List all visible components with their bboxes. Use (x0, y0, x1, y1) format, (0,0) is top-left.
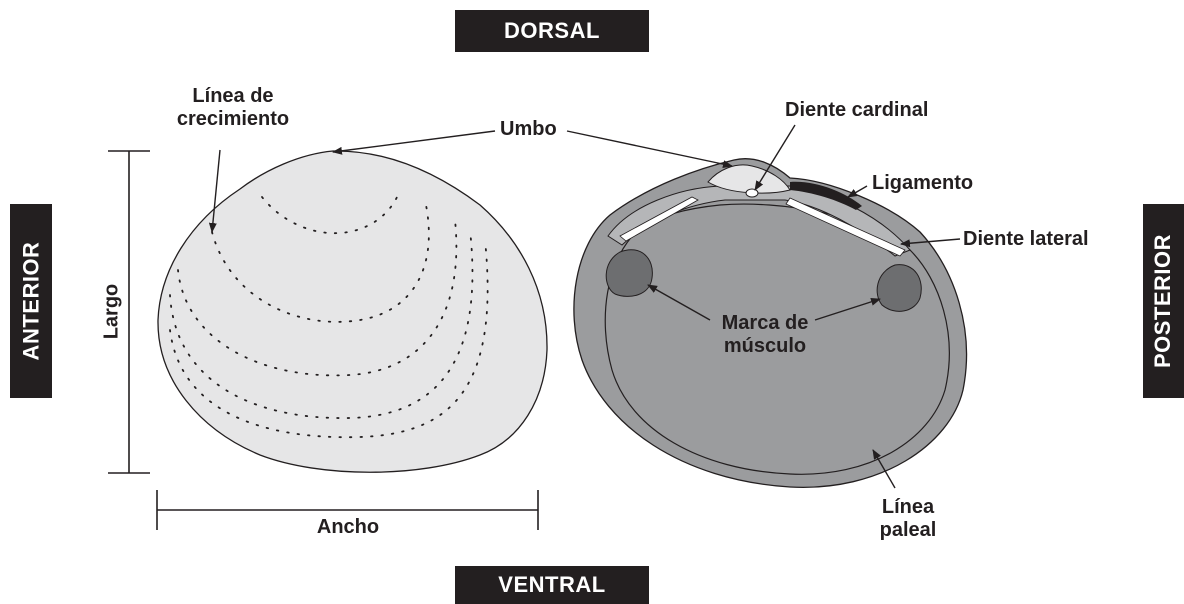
posterior-label: POSTERIOR (1151, 234, 1177, 368)
ligament-label: Ligamento (872, 172, 973, 195)
growth-line-label-2: crecimiento (158, 108, 308, 131)
growth-line-label: Línea de crecimiento (158, 85, 308, 131)
arrow-umbo-right (567, 131, 732, 166)
length-label-text: Largo (101, 284, 123, 340)
pallial-line-label-1: Línea (858, 496, 958, 519)
posterior-tag: POSTERIOR (1143, 204, 1184, 398)
umbo-label: Umbo (500, 118, 557, 141)
muscle-mark-label-2: músculo (695, 335, 835, 358)
ventral-tag: VENTRAL (455, 566, 649, 604)
muscle-mark-label-1: Marca de (695, 312, 835, 335)
pallial-line-label-2: paleal (858, 519, 958, 542)
pallial-line-label: Línea paleal (858, 496, 958, 542)
muscle-mark-label: Marca de músculo (695, 312, 835, 358)
length-label: Largo (101, 272, 124, 352)
growth-line-label-1: Línea de (158, 85, 308, 108)
anterior-tag: ANTERIOR (10, 204, 52, 398)
cardinal-tooth (746, 189, 758, 197)
cardinal-tooth-label: Diente cardinal (785, 99, 928, 122)
exterior-valve (158, 151, 547, 472)
arrow-umbo-left (333, 131, 495, 152)
muscle-scar-anterior (606, 250, 652, 297)
dorsal-label: DORSAL (504, 18, 600, 44)
width-label: Ancho (300, 516, 396, 539)
lateral-tooth-label: Diente lateral (963, 228, 1089, 251)
ventral-label: VENTRAL (498, 572, 605, 598)
muscle-scar-posterior (877, 265, 921, 312)
anterior-label: ANTERIOR (18, 242, 44, 361)
dorsal-tag: DORSAL (455, 10, 649, 52)
